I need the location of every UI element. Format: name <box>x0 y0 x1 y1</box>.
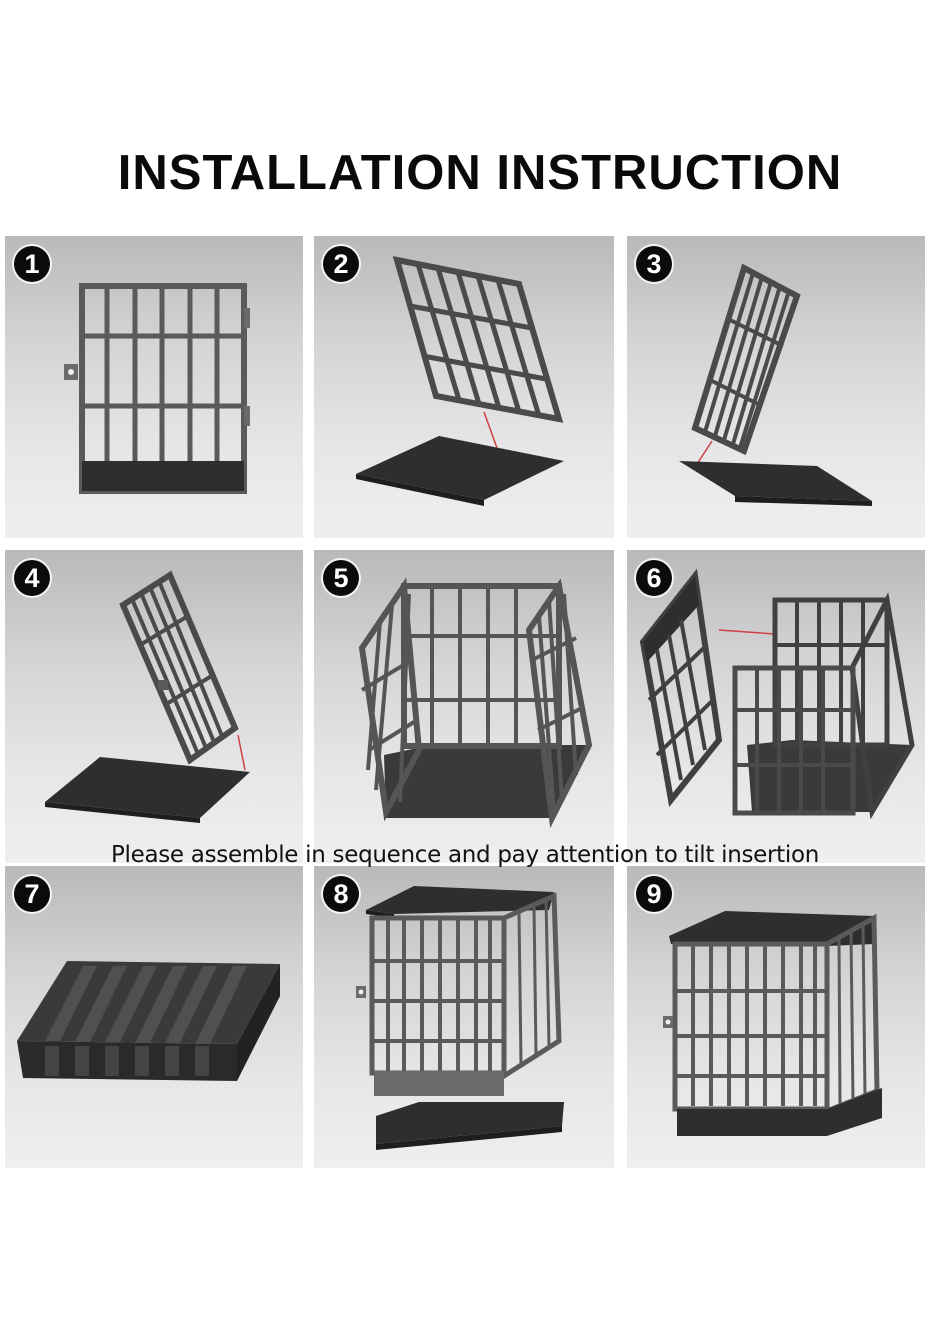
assembled-cage-illustration <box>663 911 882 1136</box>
step-number-badge: 2 <box>323 246 359 282</box>
three-walls-assembled-illustration <box>358 577 593 829</box>
step-panel-7: 7 <box>5 866 303 1168</box>
step-number-badge: 5 <box>323 560 359 596</box>
assembly-note: Please assemble in sequence and pay atte… <box>110 842 820 868</box>
step-number-badge: 8 <box>323 876 359 912</box>
lid-and-base-illustration <box>356 886 564 1150</box>
step-panel-5: 5 <box>314 550 614 863</box>
step-panel-6: 6 <box>627 550 925 863</box>
step-panel-2: 2 <box>314 236 614 538</box>
step-panel-3: 3 <box>627 236 925 538</box>
step-panel-4: 4 <box>5 550 303 863</box>
wall-above-base-illustration <box>356 256 564 506</box>
slotted-base-illustration <box>17 961 280 1081</box>
cage-wall-illustration <box>64 283 250 494</box>
step-panel-8: 8 <box>314 866 614 1168</box>
step-panel-1: 1 <box>5 236 303 538</box>
page-title: INSTALLATION INSTRUCTION <box>117 146 843 200</box>
side-panel-tilt-illustration <box>679 263 872 506</box>
step-number-badge: 1 <box>14 246 50 282</box>
step-number-badge: 9 <box>636 876 672 912</box>
step-number-badge: 6 <box>636 560 672 596</box>
side-panel-insert-illustration <box>45 570 250 823</box>
step-number-badge: 4 <box>14 560 50 596</box>
door-panel-attach-illustration <box>639 568 915 820</box>
step-number-badge: 3 <box>636 246 672 282</box>
step-number-badge: 7 <box>14 876 50 912</box>
step-panel-9: 9 <box>627 866 925 1168</box>
